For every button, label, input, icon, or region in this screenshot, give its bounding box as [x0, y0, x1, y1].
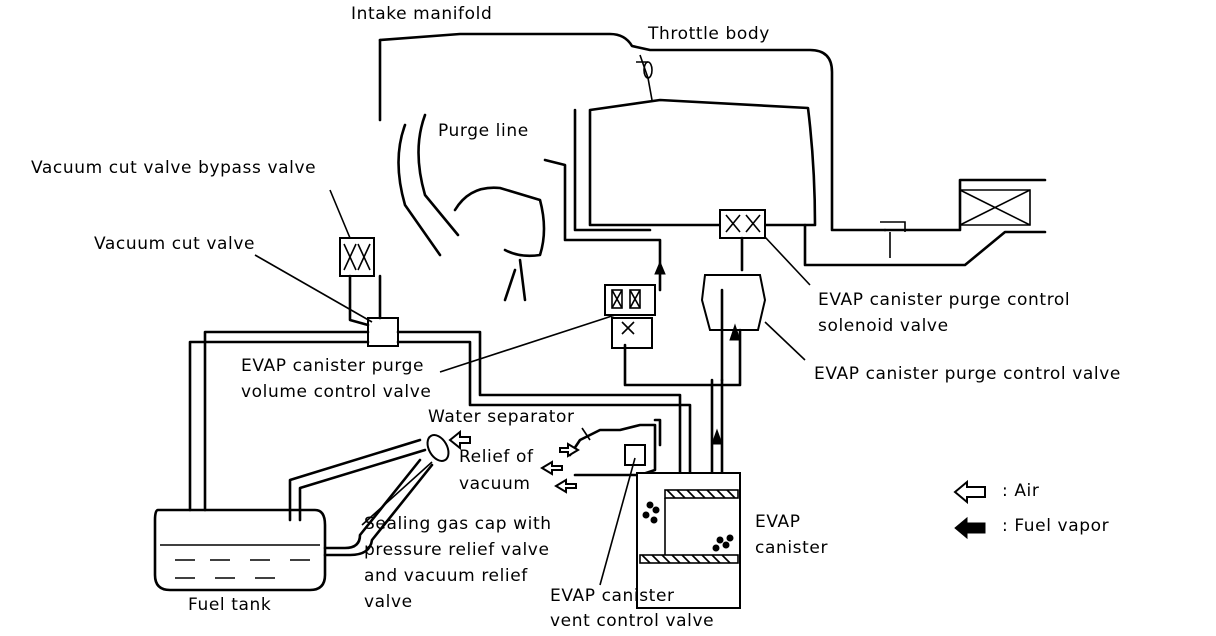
label-vent-control-valve-1: EVAP canister: [550, 586, 675, 606]
label-sealing-gas-cap-2: pressure relief valve: [364, 540, 550, 560]
fuel-tank: [153, 434, 450, 592]
label-purge-volume-control-valve-1: EVAP canister purge: [241, 356, 425, 376]
purge-control-valve: [623, 274, 767, 387]
label-purge-line: Purge line: [438, 121, 529, 141]
hollow-arrow-icon: [953, 479, 986, 505]
label-purge-control-valve: EVAP canister purge control valve: [814, 364, 1121, 384]
label-sealing-gas-cap-3: and vacuum relief: [364, 566, 528, 586]
label-vacuum-cut-valve: Vacuum cut valve: [94, 234, 256, 254]
solid-arrow-icon: [954, 516, 986, 540]
label-water-separator: Water separator: [428, 407, 575, 427]
intake-manifold-housing: [378, 32, 1047, 267]
vacuum-cut-valve: [367, 317, 399, 347]
label-relief-of-vacuum-2: vacuum: [459, 474, 531, 494]
purge-control-solenoid-valve: [719, 209, 766, 272]
purge-volume-control-valve: [604, 260, 666, 349]
label-throttle-body: Throttle body: [648, 24, 770, 44]
label-vacuum-cut-valve-bypass-valve: Vacuum cut valve bypass valve: [31, 158, 317, 178]
leader-lines: [254, 189, 811, 586]
label-purge-control-solenoid-valve-1: EVAP canister purge control: [818, 290, 1071, 310]
relief-arrows: [448, 429, 580, 494]
label-relief-of-vacuum-1: Relief of: [459, 447, 534, 467]
vapor-lines: [188, 274, 724, 512]
label-purge-control-solenoid-valve-2: solenoid valve: [818, 316, 949, 336]
label-evap-canister-2: canister: [755, 538, 829, 558]
label-sealing-gas-cap-1: Sealing gas cap with: [364, 514, 552, 534]
evap-canister: [636, 472, 741, 609]
label-sealing-gas-cap-4: valve: [364, 592, 413, 612]
legend-fuel-vapor-label: : Fuel vapor: [1002, 516, 1110, 536]
label-vent-control-valve-2: vent control valve: [550, 611, 715, 631]
vacuum-cut-valve-bypass-valve: [339, 237, 375, 277]
legend-air-label: : Air: [1002, 481, 1040, 501]
label-fuel-tank: Fuel tank: [188, 595, 272, 615]
label-evap-canister-1: EVAP: [755, 512, 801, 532]
water-separator: [568, 418, 662, 477]
intake-runner: [397, 113, 546, 302]
label-purge-volume-control-valve-2: volume control valve: [241, 382, 432, 402]
label-intake-manifold: Intake manifold: [351, 4, 493, 24]
purge-line: [543, 158, 662, 292]
